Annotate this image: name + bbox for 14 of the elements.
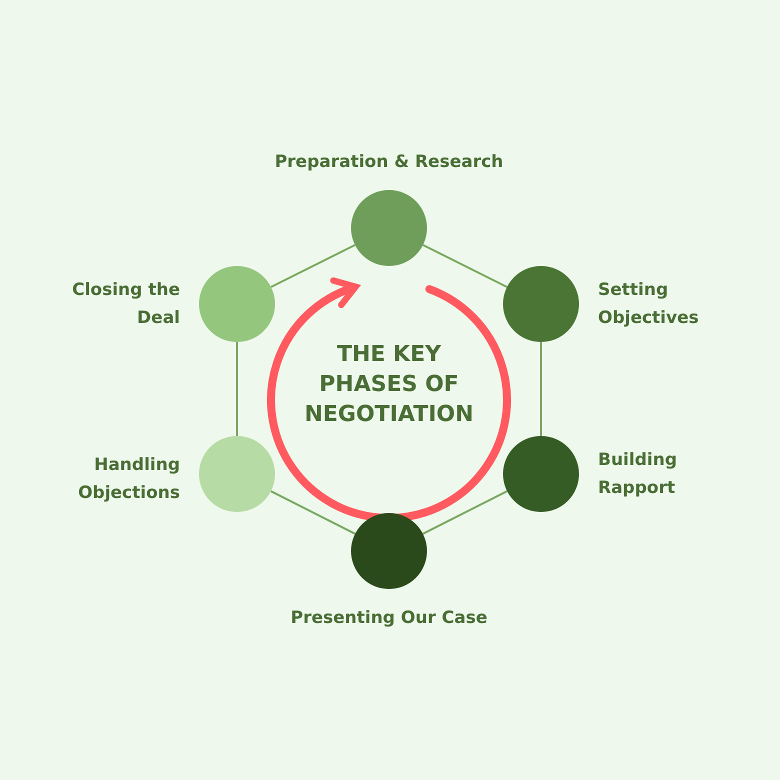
phase-label: Setting Objectives: [598, 279, 700, 330]
connector-line: [270, 490, 356, 535]
phase-circle: [351, 513, 427, 589]
connector-line: [270, 244, 356, 288]
phase-label: Building Rapport: [598, 449, 678, 500]
connector-line: [540, 342, 542, 436]
title: THE KEY PHASES OF NEGOTIATION: [303, 341, 475, 429]
phase-label: Preparation & Research: [274, 151, 504, 174]
connector-line: [422, 244, 508, 288]
connector-line: [236, 342, 238, 436]
phase-label: Closing the Deal: [71, 279, 180, 330]
connector-line: [422, 490, 508, 535]
phase-label: Handling Objections: [77, 454, 180, 505]
phase-label: Presenting Our Case: [290, 607, 488, 630]
